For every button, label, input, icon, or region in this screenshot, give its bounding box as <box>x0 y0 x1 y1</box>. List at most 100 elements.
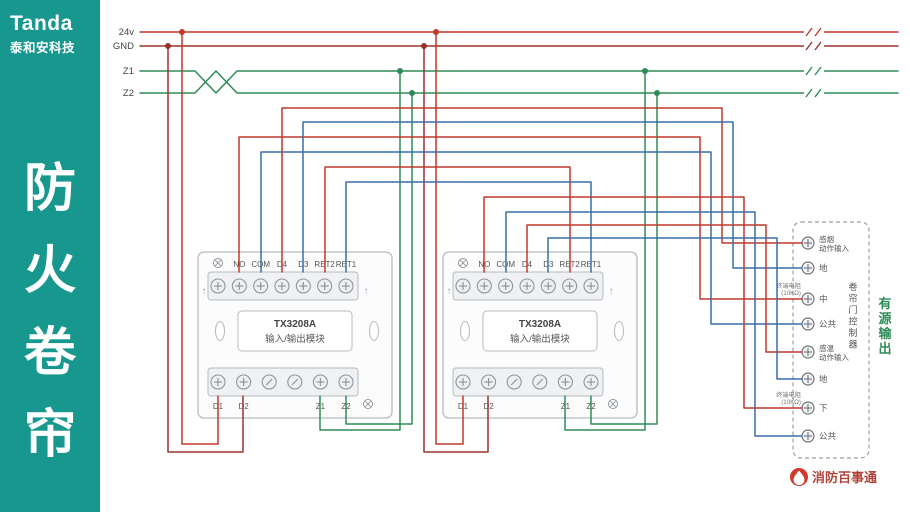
line-break-mark <box>814 41 822 51</box>
bus-label-z1: Z1 <box>123 66 134 77</box>
footer-brand-text: 消防百事通 <box>812 470 877 485</box>
flame-icon <box>793 470 805 486</box>
junction-dot <box>421 43 427 49</box>
module-label-plate <box>482 310 598 352</box>
terminal-resistor-note: 终端电阻 <box>776 391 801 399</box>
orientation-arrow: ↑ <box>364 286 369 297</box>
line-break-gap <box>804 26 824 38</box>
wire <box>590 92 658 425</box>
wire <box>281 107 803 273</box>
wire <box>181 31 219 445</box>
circle-x-stroke <box>214 259 222 267</box>
controller-terminal-label: 感温 <box>819 343 834 353</box>
controller-terminal-label: 动作输入 <box>819 243 849 253</box>
orientation-arrow: ↑ <box>447 286 452 297</box>
wire <box>167 45 244 453</box>
active-output-label-char: 出 <box>878 341 891 356</box>
line-break-mark <box>805 88 813 98</box>
wire <box>345 92 413 425</box>
module-terminal-strip-bottom <box>207 367 359 397</box>
line-break-mark <box>805 66 813 76</box>
module-model: TX3208A <box>274 319 316 330</box>
brand-company-name: 泰和安科技 <box>10 41 76 55</box>
line-break-mark <box>814 88 822 98</box>
wire <box>564 70 646 431</box>
line-break-mark <box>814 66 822 76</box>
controller-terminal-label: 动作输入 <box>819 352 849 362</box>
terminal-resistor-note: 终端电阻 <box>776 282 801 290</box>
controller-side-label-char: 控 <box>848 316 857 327</box>
mounting-hole <box>215 321 225 341</box>
controller-box <box>792 221 870 459</box>
junction-dot <box>642 68 648 74</box>
module-model: TX3208A <box>519 319 561 330</box>
wire <box>505 211 803 437</box>
screw-slot <box>265 378 273 386</box>
wire <box>423 45 489 453</box>
junction-dot <box>654 90 660 96</box>
bus-line-z2 <box>139 70 899 94</box>
active-output-label-char: 输 <box>878 326 892 341</box>
controller-terminal-label: 下 <box>819 403 828 413</box>
junction-dot <box>165 43 171 49</box>
module-subtitle: 输入/输出模块 <box>510 333 570 345</box>
controller-terminal-label: 公共 <box>819 431 837 441</box>
screw-slot <box>536 378 544 386</box>
terminal-resistor-note: (10KΩ) <box>781 290 801 297</box>
wire <box>260 151 803 325</box>
controller-side-label-char: 帘 <box>848 293 857 304</box>
junction-dot <box>433 29 439 35</box>
brand-logo-text: Tanda <box>10 12 73 35</box>
bus-label-gnd: GND <box>113 41 134 52</box>
line-break-gap <box>804 65 824 77</box>
orientation-arrow: ↑ <box>609 286 614 297</box>
line-break-mark <box>814 27 822 37</box>
wire <box>324 166 571 273</box>
wire <box>435 31 464 445</box>
wire <box>526 224 803 353</box>
line-break-mark <box>805 27 813 37</box>
wire <box>319 70 401 431</box>
wire <box>345 181 592 273</box>
mounting-hole <box>369 321 379 341</box>
controller-terminal-label: 感烟 <box>819 234 834 244</box>
line-break-mark <box>805 41 813 51</box>
wire <box>238 136 803 300</box>
controller-terminal-label: 地 <box>819 374 828 384</box>
wire <box>547 237 803 380</box>
active-output-label-char: 源 <box>878 311 891 326</box>
line-break-gap <box>804 87 824 99</box>
title-char: 火 <box>23 242 76 300</box>
title-char: 帘 <box>23 406 76 464</box>
controller-side-label-char: 门 <box>848 304 857 315</box>
controller-terminal-label: 公共 <box>819 319 837 329</box>
controller-terminal-label: 地 <box>819 263 828 273</box>
controller-terminal-label: 中 <box>819 294 828 304</box>
title-char: 卷 <box>23 324 76 382</box>
wire <box>302 121 803 273</box>
junction-dot <box>397 68 403 74</box>
terminal-label-d2: D2 <box>238 402 249 411</box>
controller-side-label-char: 制 <box>848 327 857 338</box>
terminal-resistor-note: (10KΩ) <box>781 399 801 406</box>
mounting-hole <box>614 321 624 341</box>
sidebar: Tanda 泰和安科技 防 火 卷 帘 <box>0 0 100 512</box>
terminal-label-d2: D2 <box>483 402 494 411</box>
module-terminal-strip-bottom <box>452 367 604 397</box>
circle-x-stroke <box>459 259 467 267</box>
circle-x-stroke <box>609 400 617 408</box>
brand-block: Tanda 泰和安科技 <box>0 0 100 56</box>
module-label-plate <box>237 310 353 352</box>
controller-side-label-char: 器 <box>848 340 857 350</box>
circle-x-stroke <box>364 400 372 408</box>
vertical-page-title: 防 火 卷 帘 <box>0 148 100 476</box>
line-break-gap <box>804 40 824 52</box>
junction-dot <box>409 90 415 96</box>
mounting-hole <box>460 321 470 341</box>
wire <box>483 196 803 409</box>
controller-side-label-char: 卷 <box>848 281 857 292</box>
title-char: 防 <box>23 160 76 218</box>
junction-dot <box>179 29 185 35</box>
screw-slot <box>291 378 299 386</box>
